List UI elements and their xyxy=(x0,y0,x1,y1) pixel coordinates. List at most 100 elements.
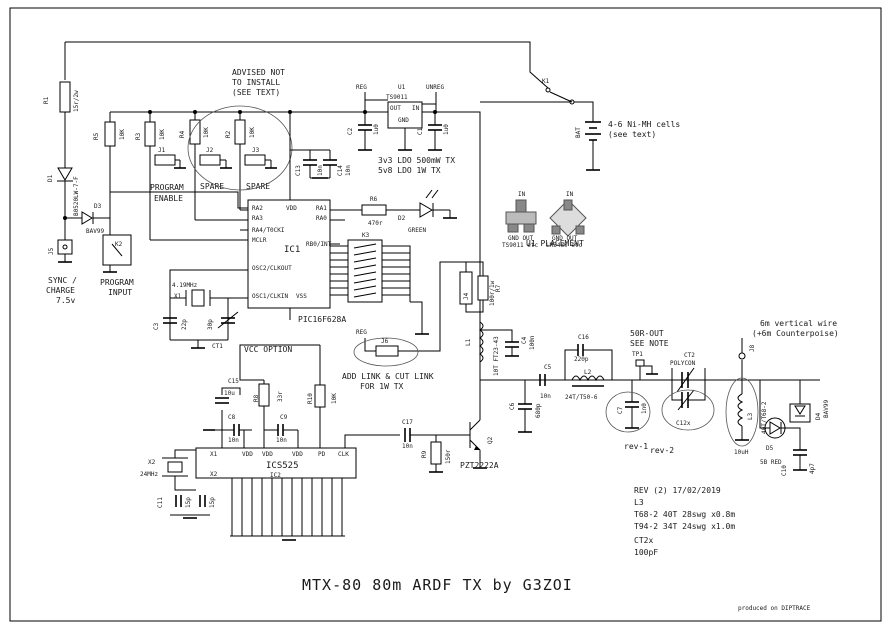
l2-value: 24T/T50-6 xyxy=(565,394,598,401)
d5-led xyxy=(769,421,781,435)
resistor-jumper-bank: R5 10K R3 10K R4 10K R2 10K J1 J2 J3 PRO… xyxy=(93,68,480,241)
r7-label: R7 xyxy=(495,284,502,292)
r9-label: R9 xyxy=(421,450,428,458)
c3-value: 22p xyxy=(181,319,188,330)
ic1-label: IC1 xyxy=(284,245,300,255)
u1-placement-diagram: IN IN GND OUT GND OUT TS9011 etc LM3480 … xyxy=(502,191,587,249)
c3-label: C3 xyxy=(153,322,160,330)
c2-value: 1u0 xyxy=(373,124,380,135)
d3-diode xyxy=(81,211,93,225)
u1-value: TS9011 xyxy=(386,94,408,101)
advised-note-1: ADVISED NOT xyxy=(232,68,285,77)
pin-mclr: MCLR xyxy=(252,237,267,244)
c10-value: 4p7 xyxy=(809,463,816,474)
c14-value: 10n xyxy=(345,165,352,176)
c7-note-outline xyxy=(605,391,651,433)
r2-value: 10K xyxy=(249,127,256,138)
x2-value: 24MHz xyxy=(140,471,158,478)
schematic-title: MTX-80 80m ARDF TX by G3ZOI xyxy=(302,576,573,594)
c10-label: C10 xyxy=(781,465,788,476)
r1-label: R1 xyxy=(43,96,50,104)
l3-value: 40T/T68-2 xyxy=(761,401,768,434)
pin-rb0: RB0/INT xyxy=(306,241,332,248)
j4-r7-section: J4 100r/1w R7 xyxy=(459,261,502,313)
l3-inductor xyxy=(737,393,744,427)
r3-value: 10K xyxy=(159,129,166,140)
program-enable-2: ENABLE xyxy=(154,194,183,203)
placement-gnd-out-b: GND OUT xyxy=(552,235,578,242)
l3-line-1: T68-2 40T 28swg x0.8m xyxy=(634,510,735,519)
ic2-vdd3-pin: VDD xyxy=(292,451,303,458)
r9-value: 150r xyxy=(445,449,452,464)
c6-label: C6 xyxy=(509,402,516,410)
x2-label: X2 xyxy=(148,459,156,466)
c9-value: 10n xyxy=(276,437,287,444)
ic2-clk-pin: CLK xyxy=(338,451,349,458)
d3-label: D3 xyxy=(94,203,102,210)
pin-vss: VSS xyxy=(296,293,307,300)
d4-label: D4 xyxy=(815,412,822,420)
k2-label: K2 xyxy=(115,241,123,248)
antenna-note-1: 6m vertical wire xyxy=(760,319,837,328)
battery-switch-section: K1 BAT 4-6 Ni-MH cells (see text) xyxy=(480,78,680,171)
ic2-vdd1-pin: VDD xyxy=(242,451,253,458)
r7-value: 100r/1w xyxy=(489,280,496,306)
c11b-value: 15p xyxy=(209,497,216,508)
footer-credit: produced on DIPTRACE xyxy=(738,605,811,612)
ic2-label: IC2 xyxy=(270,472,281,479)
add-link-note-2: FOR 1W TX xyxy=(360,382,404,391)
j2-label: J2 xyxy=(206,147,214,154)
sheet-border xyxy=(9,7,882,622)
l1-value: 10T FT23-43 xyxy=(493,336,500,376)
j5-label: J5 xyxy=(48,247,55,255)
c11-label: C11 xyxy=(157,497,164,508)
revision-notes: REV (2) 17/02/2019 L3 T68-2 40T 28swg x0… xyxy=(634,486,735,557)
j6-label: J6 xyxy=(381,338,389,345)
l3-inductance: 10uH xyxy=(734,449,749,456)
rev-line: REV (2) 17/02/2019 xyxy=(634,486,721,495)
unreg-label: UNREG xyxy=(426,84,444,91)
k3-label: K3 xyxy=(362,232,370,239)
u1-out-pin: OUT xyxy=(390,105,401,112)
k3-dip-switch: K3 xyxy=(330,232,429,335)
placement-type-a: TS9011 etc xyxy=(502,242,539,249)
tp1-label: TP1 xyxy=(632,351,643,358)
r1-resistor xyxy=(59,81,71,113)
j8-label: J8 xyxy=(749,344,756,352)
c17-value: 10n xyxy=(402,443,413,450)
pin-ra4: RA4/T0CKI xyxy=(252,227,285,234)
pin-ra2: RA2 xyxy=(252,205,263,212)
advised-note-2: TO INSTALL xyxy=(232,78,280,87)
pin-ra3: RA3 xyxy=(252,215,263,222)
pin-osc1: OSC1/CLKIN xyxy=(252,293,289,300)
ic1-value: PIC16F628A xyxy=(298,315,346,324)
bat-label: BAT xyxy=(575,127,582,138)
spare-label-2: SPARE xyxy=(246,182,270,191)
c14-label: C14 xyxy=(337,165,344,176)
l3-heading: L3 xyxy=(634,498,644,507)
antenna-note-2: (+6m Counterpoise) xyxy=(752,329,839,338)
r2-label: R2 xyxy=(225,130,232,138)
l3-label: L3 xyxy=(747,412,754,420)
r6-value: 470r xyxy=(368,220,383,227)
x1-label: X1 xyxy=(174,293,182,300)
d1-value: B0520LW-7-F xyxy=(73,176,80,216)
reg-label: REG xyxy=(356,84,367,91)
c15-value: 10u xyxy=(224,390,235,397)
k3-switch-contact xyxy=(353,285,377,291)
program-enable-1: PROGRAM xyxy=(150,183,184,192)
r5-resistor xyxy=(104,121,116,147)
c8-label: C8 xyxy=(228,414,236,421)
j1-label: J1 xyxy=(158,147,166,154)
c11-value: 15p xyxy=(185,497,192,508)
spare-label-1: SPARE xyxy=(200,182,224,191)
d2-value: GREEN xyxy=(408,227,426,234)
l3-line-2: T94-2 34T 24swg x1.0m xyxy=(634,522,735,531)
l3-note-outline xyxy=(725,377,759,447)
ct1-label: CT1 xyxy=(212,343,223,350)
led-section: R6 470r D2 GREEN xyxy=(345,189,457,234)
battery-note-2: (see text) xyxy=(608,130,656,139)
c13-value: 10n xyxy=(317,165,324,176)
r3-resistor xyxy=(144,121,156,147)
